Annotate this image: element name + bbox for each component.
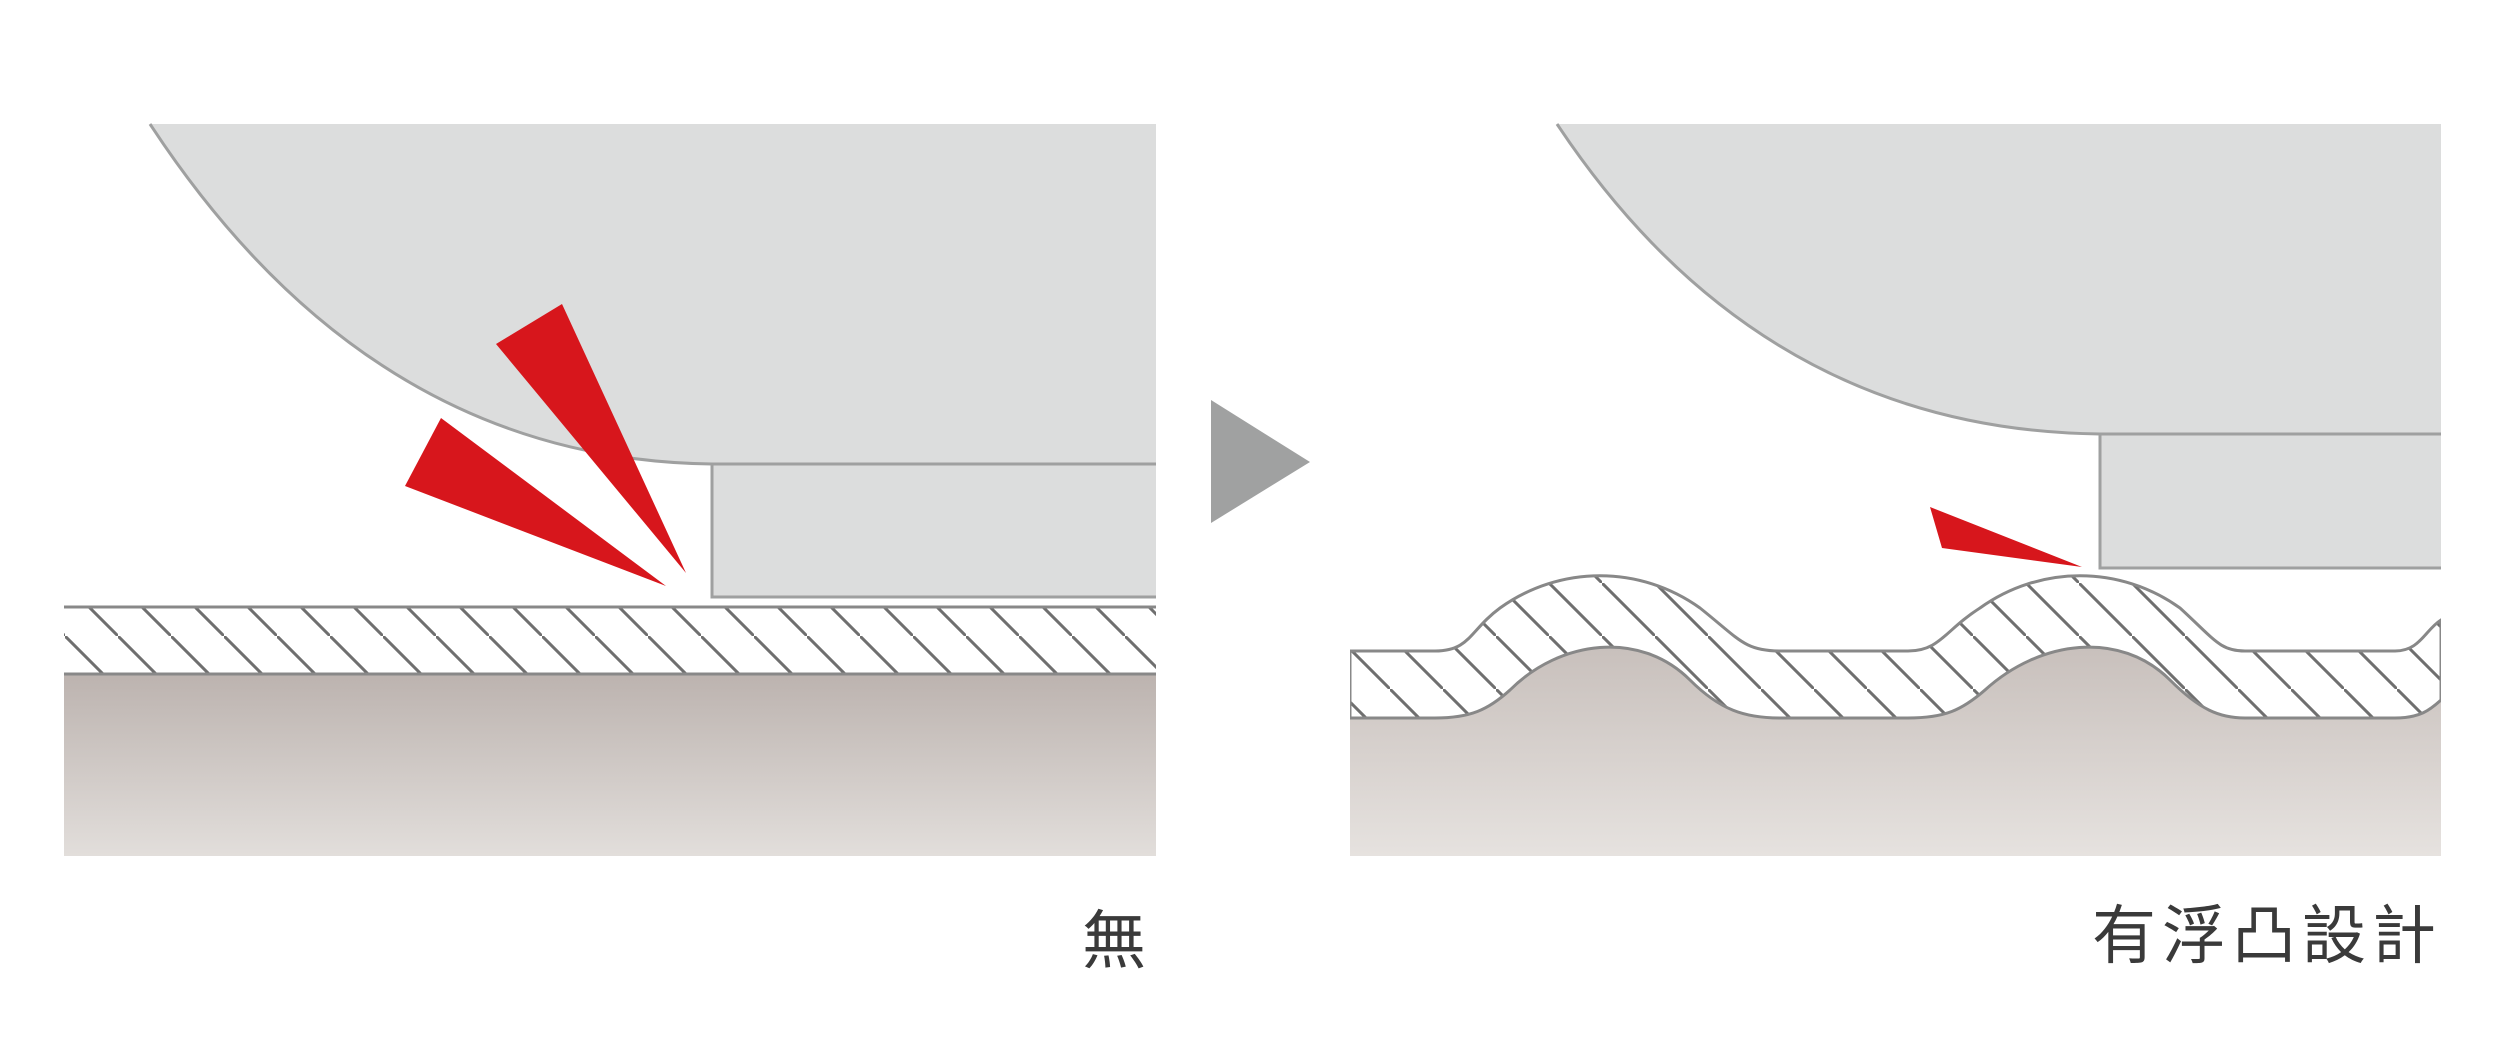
direction-arrow-icon — [1211, 400, 1310, 523]
impact-marker-1 — [1930, 507, 2082, 567]
base-ground — [64, 674, 1156, 856]
impact-marker-2 — [405, 418, 666, 586]
impact-marker-1 — [496, 304, 686, 573]
flat-hatched-layer — [64, 607, 1156, 674]
pressing-object — [150, 124, 1156, 597]
object-outline — [148, 123, 1156, 599]
caption-without-design: 無 — [1082, 905, 1152, 979]
panel-without-design — [64, 123, 1156, 856]
object-outline — [1555, 123, 2441, 570]
panel-with-embossed-design — [1350, 123, 2441, 856]
pressing-object — [1557, 124, 2441, 568]
caption-with-embossed-design: 有浮凸設計 — [2092, 900, 2442, 974]
embossed-base-ground — [1350, 647, 2441, 856]
embossed-hatched-layer — [1350, 574, 2441, 720]
